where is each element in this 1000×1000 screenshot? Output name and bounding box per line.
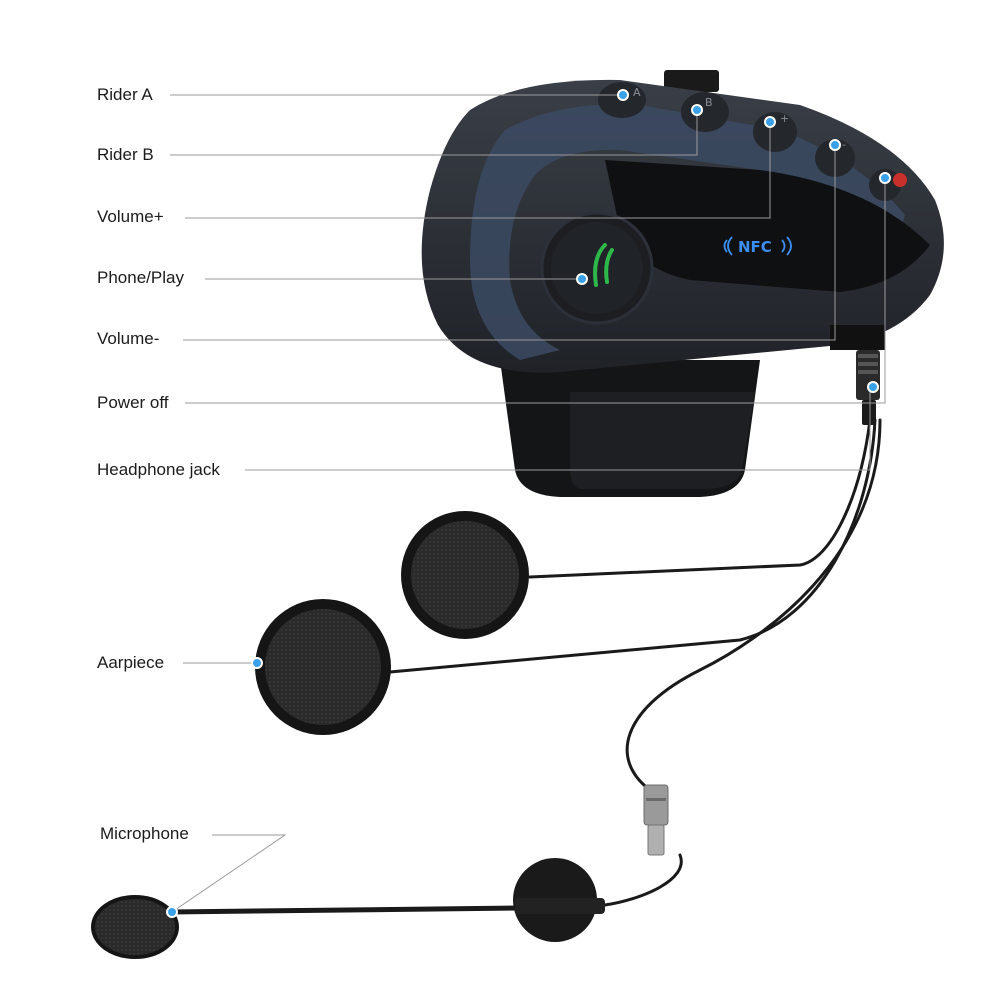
power-button-red-mark [893, 173, 907, 187]
marker-volume-minus [829, 139, 841, 151]
cable-to-microphone [625, 418, 882, 792]
leader-microphone [171, 834, 287, 913]
microphone-assembly [91, 858, 605, 959]
label-power-off: Power off [97, 393, 169, 412]
leader-volume-minus [183, 145, 836, 341]
label-rider-b: Rider B [97, 145, 154, 164]
microphone-foam [91, 895, 179, 959]
label-microphone: Microphone [100, 824, 189, 843]
button-letter-a: A [633, 86, 641, 99]
marker-dots [166, 89, 891, 918]
leader-rider-b [170, 115, 698, 156]
label-earpiece: Aarpiece [97, 653, 165, 672]
nfc-text: NFC [738, 238, 772, 256]
leader-lines [170, 94, 886, 913]
phone-icon [593, 243, 614, 287]
label-volume-minus: Volume- [97, 329, 160, 348]
cable-to-earpiece-right [528, 418, 872, 579]
rider-b-button [681, 92, 729, 132]
connector-housing [830, 325, 885, 350]
mount-clamp-face [570, 392, 755, 489]
leader-power-off [185, 178, 886, 404]
device-band [470, 104, 905, 361]
label-phone-play: Phone/Play [97, 268, 184, 287]
button-letter-minus: - [842, 138, 846, 151]
leader-headphone-jack [245, 387, 871, 471]
microphone-lead [603, 853, 683, 907]
button-letter-b: B [705, 96, 713, 109]
nfc-logo: NFC [723, 236, 792, 256]
label-volume-plus: Volume+ [97, 207, 164, 226]
marker-earpiece [251, 657, 263, 669]
marker-volume-plus [764, 116, 776, 128]
earpiece-right [401, 511, 529, 639]
leader-volume-plus [185, 122, 771, 219]
volume-plus-button [753, 112, 797, 152]
top-tab [664, 70, 719, 92]
earpiece-left [255, 599, 391, 735]
marker-headphone-jack [867, 381, 879, 393]
marker-power-off [879, 172, 891, 184]
microphone-connector [643, 784, 669, 856]
device-front-panel [605, 160, 930, 292]
label-rider-a: Rider A [97, 85, 153, 104]
marker-microphone [166, 906, 178, 918]
marker-rider-a [617, 89, 629, 101]
button-letter-plus: + [780, 112, 789, 125]
intercom-device: NFC A B + - [421, 70, 944, 497]
marker-phone-play [576, 273, 588, 285]
marker-rider-b [691, 104, 703, 116]
label-headphone-jack: Headphone jack [97, 460, 220, 479]
